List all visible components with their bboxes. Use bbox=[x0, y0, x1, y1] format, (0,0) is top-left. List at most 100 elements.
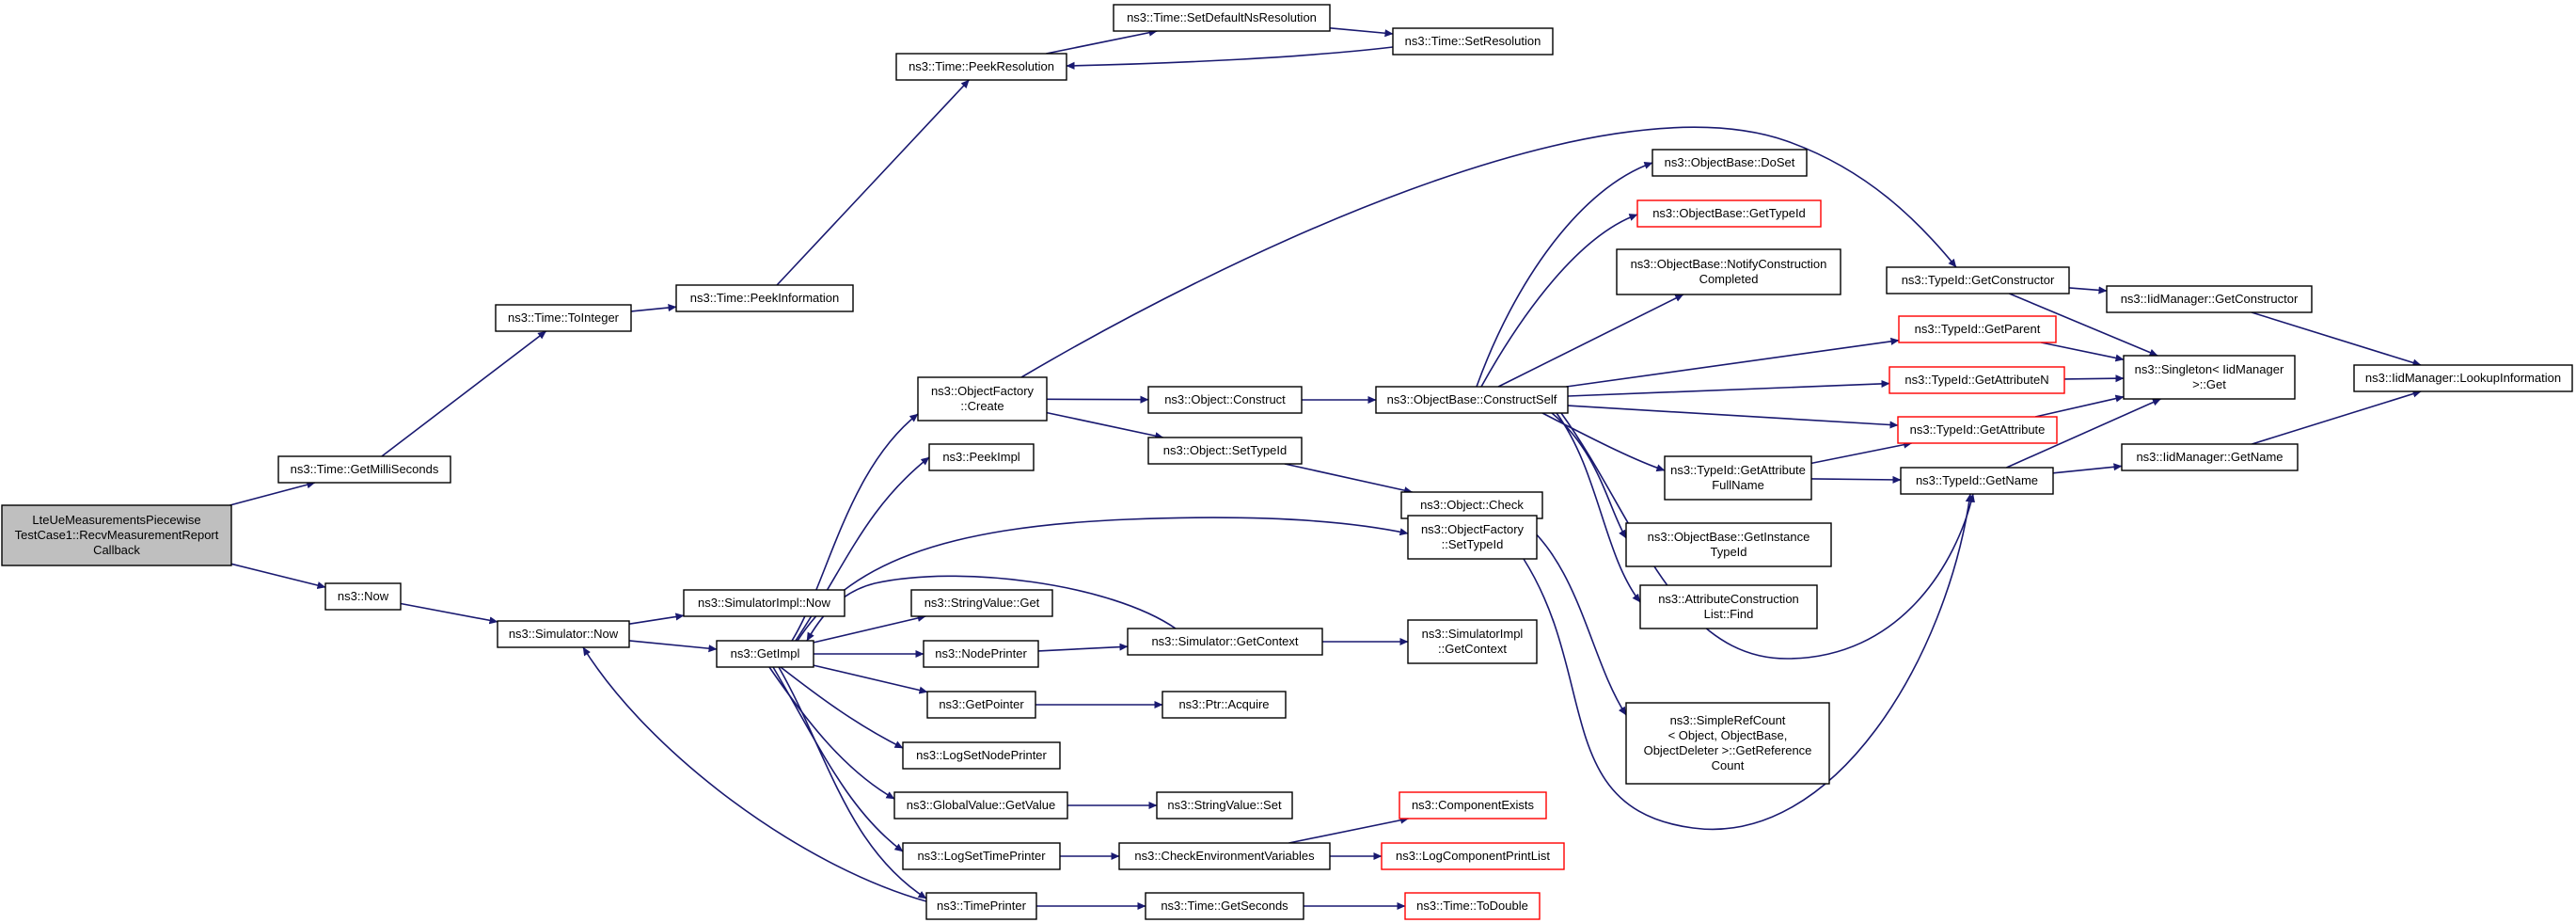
node-setResolution[interactable]: ns3::Time::SetResolution bbox=[1392, 27, 1554, 56]
node-box bbox=[675, 284, 854, 312]
node-box bbox=[2123, 355, 2296, 400]
node-label-line: ns3::Time::ToDouble bbox=[1416, 899, 1528, 913]
node-singletonGet[interactable]: ns3::Singleton< IidManager>::Get bbox=[2123, 355, 2296, 400]
node-constructSelf[interactable]: ns3::ObjectBase::ConstructSelf bbox=[1375, 386, 1569, 414]
node-box bbox=[1118, 842, 1331, 870]
node-box bbox=[926, 691, 1036, 719]
node-box bbox=[902, 741, 1061, 770]
node-box bbox=[2121, 443, 2299, 471]
node-getAttributeN[interactable]: ns3::TypeId::GetAttributeN bbox=[1889, 366, 2065, 394]
edge-getImpl-to-timePrinter bbox=[778, 666, 927, 899]
node-objectFactoryCreate[interactable]: ns3::ObjectFactory::Create bbox=[917, 376, 1048, 422]
node-objectSetTypeId[interactable]: ns3::Object::SetTypeId bbox=[1147, 437, 1303, 465]
node-label-line: ns3::NodePrinter bbox=[935, 646, 1027, 660]
edge-getAttribute-to-singletonGet bbox=[2034, 394, 2125, 418]
node-getImpl[interactable]: ns3::GetImpl bbox=[716, 640, 814, 668]
node-label-line: ns3::Time::PeekResolution bbox=[909, 59, 1054, 73]
node-setDefaultNsResolution[interactable]: ns3::Time::SetDefaultNsResolution bbox=[1113, 4, 1331, 32]
node-logSetTimePrinter[interactable]: ns3::LogSetTimePrinter bbox=[902, 842, 1061, 870]
edge-constructSelf-to-doSet bbox=[1476, 162, 1653, 388]
node-getMilliSeconds[interactable]: ns3::Time::GetMilliSeconds bbox=[277, 455, 451, 484]
node-objectCheck[interactable]: ns3::Object::Check bbox=[1400, 491, 1543, 519]
node-label-line: ns3::ObjectBase::NotifyConstruction bbox=[1631, 257, 1827, 271]
node-getPointer[interactable]: ns3::GetPointer bbox=[926, 691, 1036, 719]
node-timeGetSeconds[interactable]: ns3::Time::GetSeconds bbox=[1145, 892, 1304, 920]
node-globalValueGetValue[interactable]: ns3::GlobalValue::GetValue bbox=[893, 791, 1068, 820]
edge-timePrinter-to-simulatorNow bbox=[582, 646, 927, 902]
node-label-line: Completed bbox=[1699, 272, 1759, 286]
node-iidGetName[interactable]: ns3::IidManager::GetName bbox=[2121, 443, 2299, 471]
node-getParent[interactable]: ns3::TypeId::GetParent bbox=[1898, 315, 2057, 343]
edge-constructSelf-to-attributeConstructionListFind bbox=[1556, 412, 1641, 603]
node-toInteger[interactable]: ns3::Time::ToInteger bbox=[495, 304, 632, 332]
node-box bbox=[1145, 892, 1304, 920]
node-nodePrinter[interactable]: ns3::NodePrinter bbox=[923, 640, 1039, 668]
node-logComponentPrintList[interactable]: ns3::LogComponentPrintList bbox=[1381, 842, 1565, 870]
node-objectConstruct[interactable]: ns3::Object::Construct bbox=[1147, 386, 1303, 414]
node-simpleRefCount[interactable]: ns3::SimpleRefCount< Object, ObjectBase,… bbox=[1625, 702, 1830, 785]
edge-getAttributeFullName-to-typeIdGetName bbox=[1810, 475, 1902, 484]
node-label-line: TypeId bbox=[1710, 545, 1746, 559]
node-simulatorImplNow[interactable]: ns3::SimulatorImpl::Now bbox=[683, 589, 845, 617]
node-box bbox=[324, 582, 402, 611]
node-simulatorGetContext[interactable]: ns3::Simulator::GetContext bbox=[1127, 628, 1323, 656]
node-iidGetConstructor[interactable]: ns3::IidManager::GetConstructor bbox=[2106, 285, 2313, 313]
edge-root-to-getMilliSeconds bbox=[229, 481, 316, 506]
node-doSet[interactable]: ns3::ObjectBase::DoSet bbox=[1651, 149, 1808, 177]
edge-toInteger-to-peekInformation bbox=[630, 304, 677, 312]
node-label-line: < Object, ObjectBase, bbox=[1668, 728, 1788, 742]
edge-getMilliSeconds-to-toInteger bbox=[381, 330, 547, 457]
edge-getImpl-to-getPointer bbox=[813, 664, 928, 694]
node-label-line: ns3::Simulator::GetContext bbox=[1151, 634, 1298, 648]
node-label-line: ::GetContext bbox=[1438, 642, 1507, 656]
node-box bbox=[893, 791, 1068, 820]
node-box bbox=[1886, 266, 2070, 294]
node-objectBaseGetTypeId[interactable]: ns3::ObjectBase::GetTypeId bbox=[1636, 199, 1822, 228]
node-label-line: Count bbox=[1712, 758, 1745, 772]
node-typeIdGetName[interactable]: ns3::TypeId::GetName bbox=[1900, 467, 2054, 495]
node-box bbox=[1113, 4, 1331, 32]
node-peekInformation[interactable]: ns3::Time::PeekInformation bbox=[675, 284, 854, 312]
node-label-line: ::Create bbox=[960, 399, 1004, 413]
node-timeToDouble[interactable]: ns3::Time::ToDouble bbox=[1404, 892, 1541, 920]
edge-objectFactorySetTypeId-to-typeIdGetName bbox=[1523, 493, 1973, 831]
node-root[interactable]: LteUeMeasurementsPiecewiseTestCase1::Rec… bbox=[1, 504, 232, 566]
node-componentExists[interactable]: ns3::ComponentExists bbox=[1399, 791, 1547, 820]
node-peekResolution[interactable]: ns3::Time::PeekResolution bbox=[895, 53, 1067, 81]
node-ptrAcquire[interactable]: ns3::Ptr::Acquire bbox=[1162, 691, 1287, 719]
node-label-line: ns3::ObjectBase::DoSet bbox=[1665, 155, 1795, 169]
node-lookupInformation[interactable]: ns3::IidManager::LookupInformation bbox=[2353, 364, 2573, 392]
node-label-line: ns3::IidManager::GetConstructor bbox=[2121, 292, 2299, 306]
node-box bbox=[1625, 522, 1832, 567]
node-box bbox=[1392, 27, 1554, 56]
node-checkEnvironmentVariables[interactable]: ns3::CheckEnvironmentVariables bbox=[1118, 842, 1331, 870]
node-simulatorNow[interactable]: ns3::Simulator::Now bbox=[497, 620, 630, 648]
node-label-line: ns3::StringValue::Get bbox=[925, 596, 1040, 610]
node-simulatorImplGetContext[interactable]: ns3::SimulatorImpl::GetContext bbox=[1407, 619, 1538, 664]
node-notifyConstructionCompleted[interactable]: ns3::ObjectBase::NotifyConstructionCompl… bbox=[1616, 248, 1841, 295]
node-stringValueSet[interactable]: ns3::StringValue::Set bbox=[1156, 791, 1293, 820]
edge-constructSelf-to-getParent bbox=[1566, 337, 1900, 388]
node-objectFactorySetTypeId[interactable]: ns3::ObjectFactory::SetTypeId bbox=[1407, 515, 1538, 560]
node-getAttribute[interactable]: ns3::TypeId::GetAttribute bbox=[1897, 416, 2058, 444]
node-logSetNodePrinter[interactable]: ns3::LogSetNodePrinter bbox=[902, 741, 1061, 770]
node-timePrinter[interactable]: ns3::TimePrinter bbox=[925, 892, 1037, 920]
node-label-line: ns3::Time::SetDefaultNsResolution bbox=[1127, 10, 1317, 24]
node-getConstructor[interactable]: ns3::TypeId::GetConstructor bbox=[1886, 266, 2070, 294]
node-box bbox=[1407, 619, 1538, 664]
edge-peekResolution-to-setDefaultNsResolution bbox=[1046, 28, 1158, 55]
edge-objectSetTypeId-to-objectCheck bbox=[1284, 463, 1414, 495]
node-label-line: ns3::Simulator::Now bbox=[509, 627, 619, 641]
node-label-line: ns3::TypeId::GetAttribute bbox=[1910, 422, 2046, 437]
edge-iidGetName-to-lookupInformation bbox=[2252, 390, 2422, 445]
node-label-line: ns3::Time::PeekInformation bbox=[690, 291, 839, 305]
edge-objectCheck-to-simpleRefCount bbox=[1518, 517, 1627, 716]
node-stringValueGet[interactable]: ns3::StringValue::Get bbox=[910, 589, 1053, 617]
node-now[interactable]: ns3::Now bbox=[324, 582, 402, 611]
node-peekImpl[interactable]: ns3::PeekImpl bbox=[928, 443, 1035, 471]
node-box bbox=[1900, 467, 2054, 495]
node-label-line: ns3::CheckEnvironmentVariables bbox=[1134, 849, 1315, 863]
